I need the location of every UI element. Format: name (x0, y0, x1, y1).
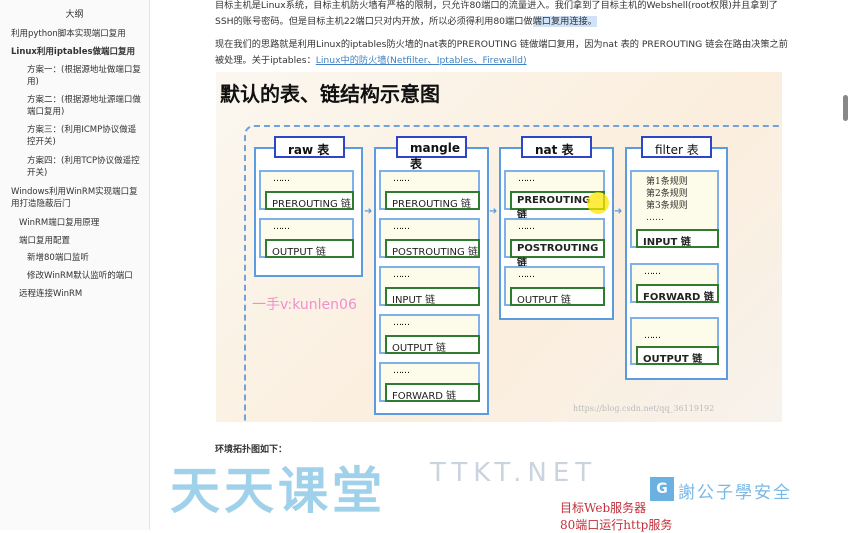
toc-item[interactable]: 方案一：(根据源地址做端口复用) (27, 65, 141, 87)
rules-list: 第1条规则第2条规则第3条规则 …… (646, 176, 688, 224)
iptables-diagram-image: 默认的表、链结构示意图 ……PREROUTING 链 ……OUTPUT 链 ra… (216, 72, 782, 422)
arrow-right-icon: ➜ (614, 206, 623, 217)
chain-label: OUTPUT 链 (265, 239, 354, 258)
dots: …… (393, 318, 410, 328)
paragraph-2: 现在我们的思路就是利用Linux的iptables防火墙的nat表的PREROU… (215, 37, 795, 69)
paragraph-1: 目标主机是Linux系统，目标主机防火墙有严格的限制，只允许80端口的流量进入。… (215, 0, 795, 30)
handwritten-note: 目标Web服务器 (560, 501, 647, 515)
arrow-right-icon: ➜ (364, 206, 373, 217)
watermark-main: 天天课堂 (170, 462, 386, 520)
topology-heading: 环境拓扑图如下： (215, 445, 288, 455)
scrollbar-thumb[interactable] (843, 95, 848, 121)
toc-item[interactable]: 新增80端口监听 (27, 253, 89, 263)
selected-text: 端口复用连接。 (532, 16, 597, 27)
chain-label: POSTROUTING 链 (510, 239, 605, 269)
dots: …… (273, 222, 290, 232)
chain-label: PREROUTING 链 (265, 191, 354, 210)
paragraph-text: 现在我们的思路就是利用Linux的iptables防火墙的nat表的PREROU… (215, 39, 788, 66)
chain-label: FORWARD 链 (385, 383, 480, 402)
chain-label: PREROUTING 链 (510, 191, 605, 221)
toc-item[interactable]: 端口复用配置 (19, 236, 71, 246)
table-raw: …… PREROUTING 链 …… OUTPUT 链 (254, 147, 363, 277)
chain-label: OUTPUT 链 (385, 335, 480, 354)
toc-item[interactable]: 方案二：(根据源地址源端口做端口复用) (27, 95, 141, 117)
logo-text: 謝公子學安全 (678, 483, 792, 503)
dots: …… (644, 331, 661, 341)
dots: …… (518, 174, 535, 184)
dashed-frame (244, 125, 782, 422)
toc-item[interactable]: Linux利用iptables做端口复用 (11, 47, 136, 57)
chain-label: FORWARD 链 (636, 284, 719, 303)
toc-item[interactable]: 远程连接WinRM (19, 289, 83, 299)
rule: 第1条规则 (646, 177, 688, 187)
table-title: mangle 表 (396, 136, 467, 171)
chain-label: INPUT 链 (636, 229, 719, 248)
watermark-sub: TTKT.NET (430, 458, 598, 488)
dots: …… (393, 366, 410, 376)
table-title: raw 表 (274, 136, 345, 158)
dots: …… (518, 270, 535, 280)
dots: …… (273, 174, 290, 184)
dots: …… (644, 267, 661, 277)
table-filter: 第1条规则第2条规则第3条规则 …… INPUT 链 …… FORWARD 链 ……… (625, 147, 728, 380)
toc-item[interactable]: 修改WinRM默认监听的端口 (27, 271, 133, 281)
chain-label: OUTPUT 链 (636, 346, 719, 365)
table-title: filter 表 (641, 136, 712, 158)
logo-icon: G (650, 477, 674, 501)
dots: …… (393, 222, 410, 232)
toc-item[interactable]: WinRM端口复用原理 (19, 218, 100, 228)
table-mangle: …… PREROUTING 链 …… POSTROUTING 链 …… INPUT 链… (374, 147, 489, 415)
dots: …… (393, 174, 410, 184)
handwritten-note: 80端口运行http服务 (560, 518, 673, 532)
chain-label: INPUT 链 (385, 287, 480, 306)
dots: …… (393, 270, 410, 280)
outline-sidebar: 大纲 利用python脚本实现端口复用 Linux利用iptables做端口复用… (0, 0, 150, 530)
rule: 第2条规则 (646, 189, 688, 199)
toc-item[interactable]: 方案四：(利用TCP协议做遥控开关) (27, 156, 140, 178)
table-nat: ……PREROUTING 链 ……POSTROUTING 链 ……OUTPUT … (499, 147, 614, 320)
table-title: nat 表 (521, 136, 592, 158)
document-content: 目标主机是Linux系统，目标主机防火墙有严格的限制，只允许80端口的流量进入。… (150, 0, 850, 532)
chain-label: POSTROUTING 链 (385, 239, 480, 258)
rule: 第3条规则 (646, 201, 688, 211)
toc-item[interactable]: 利用python脚本实现端口复用 (11, 29, 126, 39)
outline-title: 大纲 (65, 10, 84, 20)
iptables-link[interactable]: Linux中的防火墙(Netfilter、Iptables、Firewalld) (315, 55, 527, 66)
diagram-title: 默认的表、链结构示意图 (220, 82, 440, 106)
paragraph-text: 目标主机是Linux系统，目标主机防火墙有严格的限制，只允许80端口的流量进入。… (215, 0, 778, 27)
dots: …… (518, 222, 535, 232)
dots: …… (646, 213, 664, 223)
toc-item[interactable]: 方案三：(利用ICMP协议做遥控开关) (27, 125, 137, 147)
chain-label: PREROUTING 链 (385, 191, 480, 210)
toc-item[interactable]: Windows利用WinRM实现端口复用打造隐蔽后门 (11, 187, 138, 209)
arrow-right-icon: ➜ (489, 206, 498, 217)
chain-label: OUTPUT 链 (510, 287, 605, 306)
